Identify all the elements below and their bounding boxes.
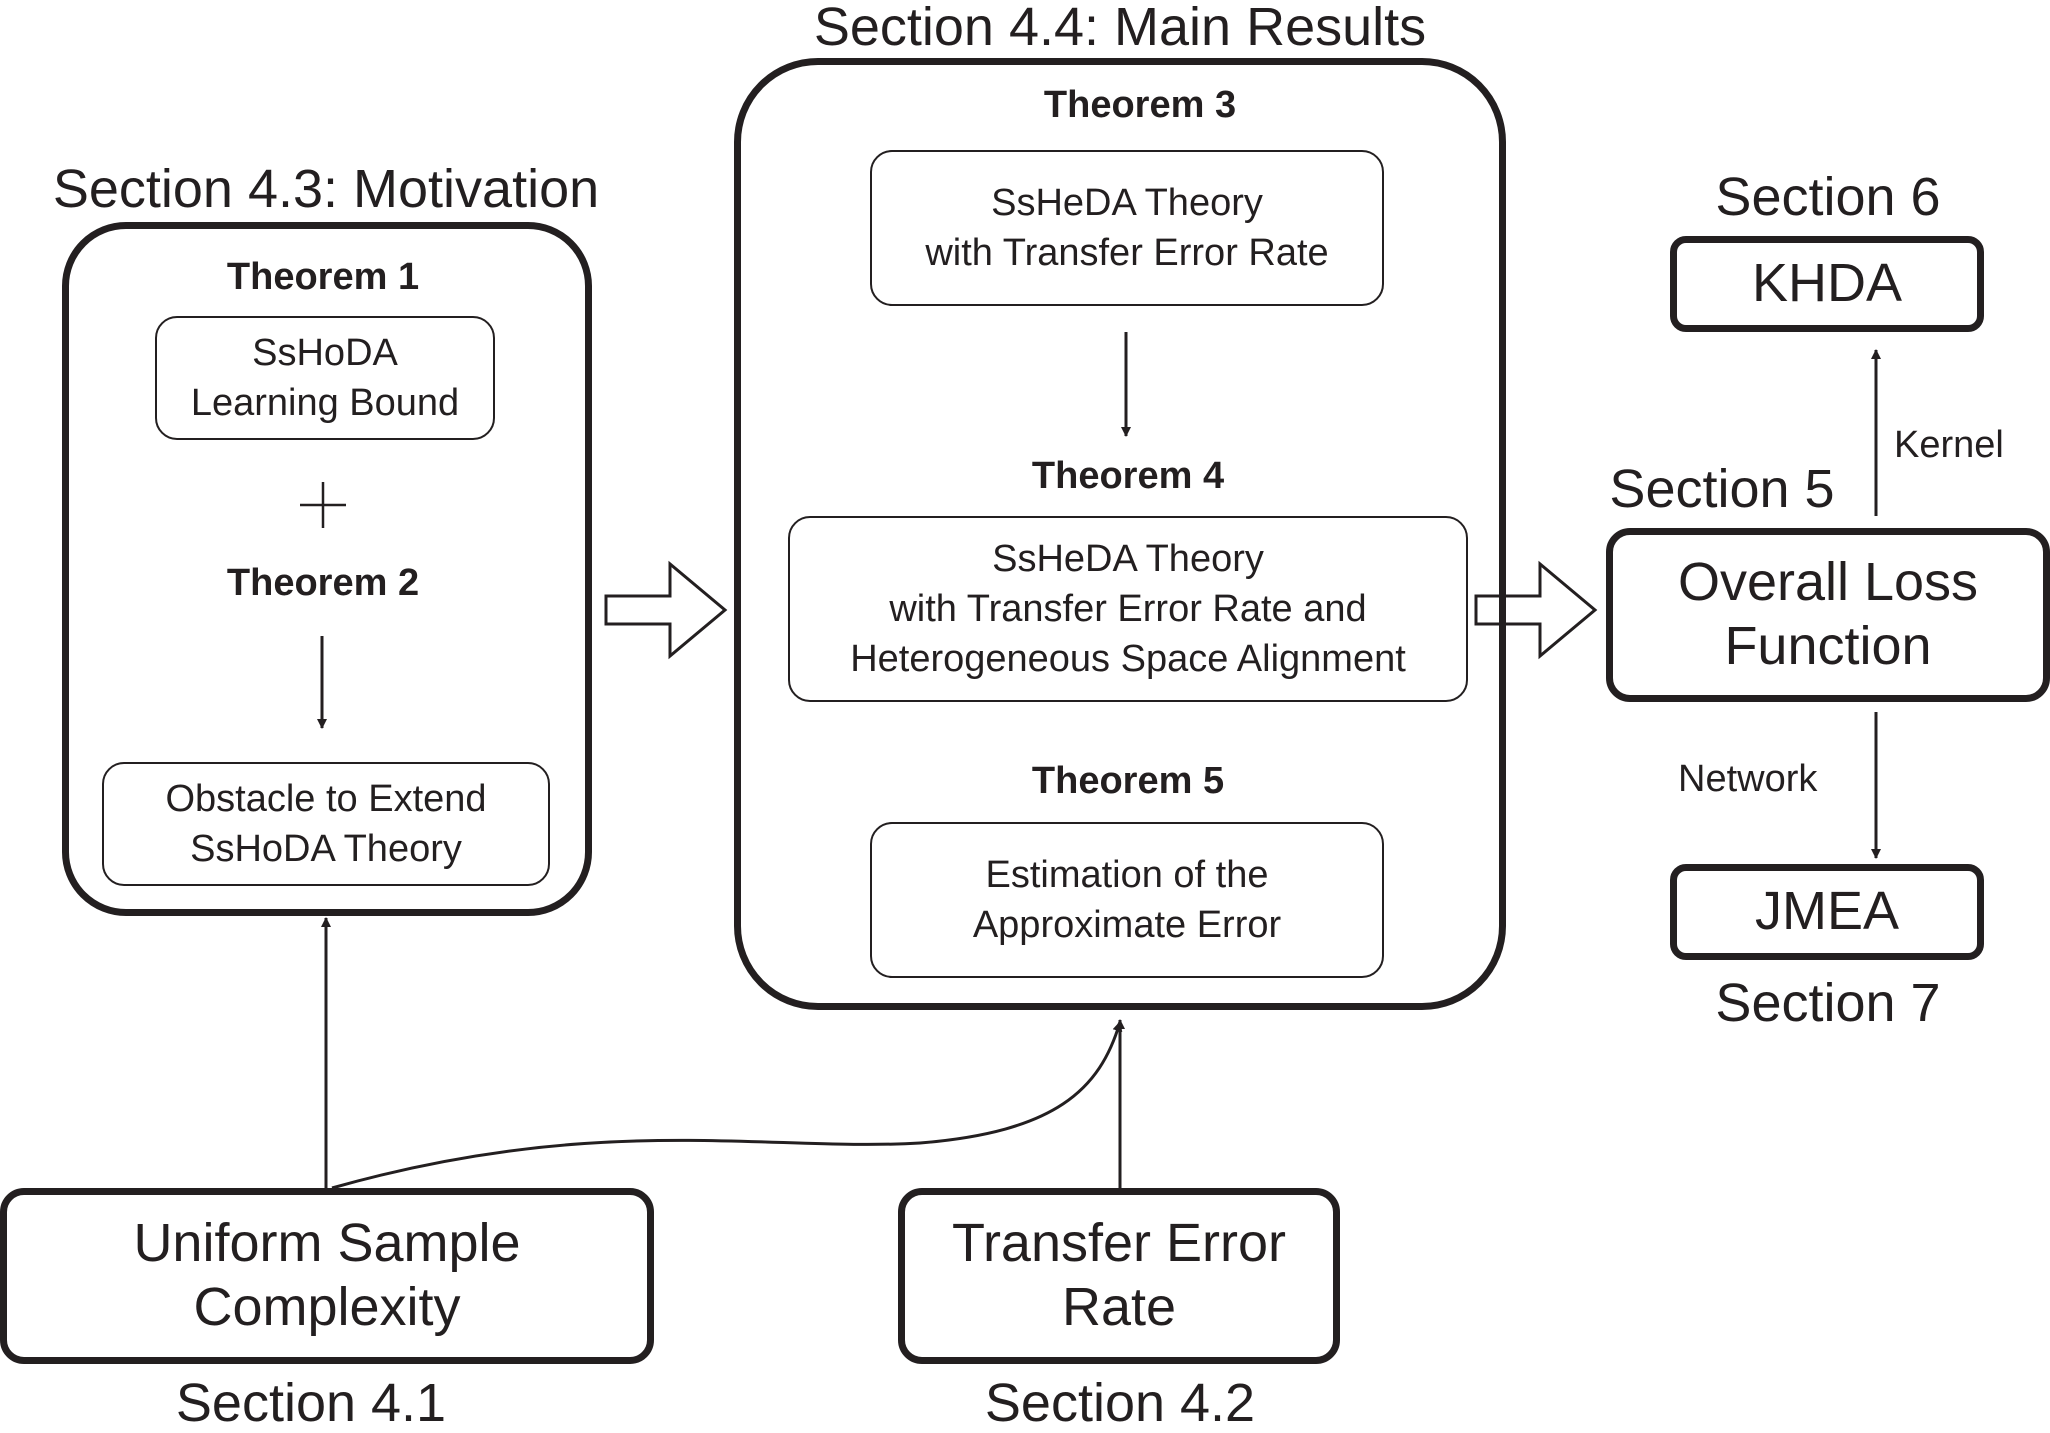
learning-bound-line-2: Learning Bound <box>190 382 460 424</box>
kernel-label: Kernel <box>1894 424 2004 466</box>
theorem1-label: Theorem 1 <box>226 256 420 298</box>
theorem5-line-2: Approximate Error <box>972 904 1282 946</box>
theorem3-label: Theorem 3 <box>1043 84 1237 126</box>
transfer-error-line-2: Rate <box>1061 1277 1177 1337</box>
overall-loss-section: Section 5 <box>1609 459 1835 519</box>
sample-complexity-box: Uniform Sample Complexity <box>0 1188 654 1364</box>
theorem4-box: SsHeDA Theory with Transfer Error Rate a… <box>788 516 1468 702</box>
block-arrow-main-results-to-overall-loss <box>1474 560 1598 660</box>
theorem4-line-1: SsHeDA Theory <box>992 537 1264 580</box>
main-results-section-title: Section 4.4: Main Results <box>813 0 1427 57</box>
overall-loss-line-1: Overall Loss <box>1677 552 1979 613</box>
obstacle-box: Obstacle to Extend SsHoDA Theory <box>102 762 550 886</box>
theorem5-line-1: Estimation of the <box>985 853 1269 896</box>
sample-complexity-line-2: Complexity <box>193 1277 461 1337</box>
sample-complexity-line-1: Uniform Sample <box>133 1213 521 1274</box>
transfer-error-line-1: Transfer Error <box>951 1213 1287 1274</box>
theorem2-label: Theorem 2 <box>226 562 420 604</box>
khda-label: KHDA <box>1751 253 1903 314</box>
learning-bound-box: SsHoDA Learning Bound <box>155 316 495 440</box>
jmea-box: JMEA <box>1670 864 1984 960</box>
khda-section: Section 6 <box>1715 167 1941 227</box>
overall-loss-line-2: Function <box>1724 616 1932 676</box>
obstacle-line-2: SsHoDA Theory <box>190 828 462 870</box>
theorem3-line-1: SsHeDA Theory <box>991 181 1263 224</box>
theorem3-line-2: with Transfer Error Rate <box>925 232 1329 274</box>
theorem4-label: Theorem 4 <box>1031 455 1225 497</box>
transfer-error-box: Transfer Error Rate <box>898 1188 1340 1364</box>
overall-loss-box: Overall Loss Function <box>1606 528 2050 702</box>
learning-bound-line-1: SsHoDA <box>252 331 398 374</box>
theorem5-box: Estimation of the Approximate Error <box>870 822 1384 978</box>
motivation-block <box>62 222 592 916</box>
block-arrow-motivation-to-main-results <box>604 560 728 660</box>
arrow-sample-complexity-to-main-results <box>331 1021 1123 1190</box>
theorem4-line-3: Heterogeneous Space Alignment <box>850 638 1406 681</box>
theorem4-line-2: with Transfer Error Rate and <box>889 587 1367 630</box>
main-results-block <box>734 58 1506 1010</box>
theorem3-box: SsHeDA Theory with Transfer Error Rate <box>870 150 1384 306</box>
jmea-label: JMEA <box>1754 881 1900 942</box>
motivation-section-title: Section 4.3: Motivation <box>52 159 600 219</box>
plus-sign <box>300 482 346 528</box>
theorem5-label: Theorem 5 <box>1031 760 1225 802</box>
network-label: Network <box>1678 758 1818 800</box>
jmea-section: Section 7 <box>1715 973 1941 1033</box>
khda-box: KHDA <box>1670 236 1984 332</box>
sample-complexity-section: Section 4.1 <box>175 1373 447 1433</box>
transfer-error-section: Section 4.2 <box>984 1373 1256 1433</box>
obstacle-line-1: Obstacle to Extend <box>165 777 487 820</box>
